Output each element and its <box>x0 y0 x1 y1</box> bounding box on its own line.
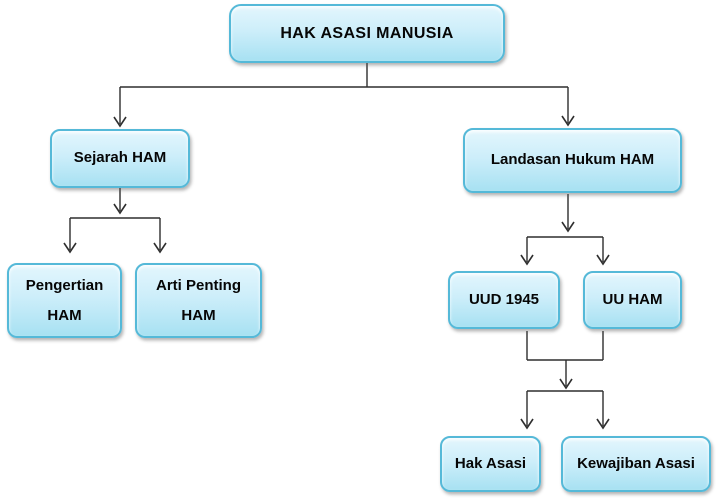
node-label: UUD 1945 <box>468 290 540 308</box>
node-label: Arti Penting HAM <box>156 276 241 324</box>
node-pengertian-ham: Pengertian HAM <box>7 263 122 338</box>
node-label: UU HAM <box>602 290 663 308</box>
node-uud-1945: UUD 1945 <box>448 271 560 329</box>
node-label: Kewajiban Asasi <box>577 454 695 472</box>
node-hak-asasi: Hak Asasi <box>440 436 541 492</box>
node-uu-ham: UU HAM <box>583 271 682 329</box>
node-label: Hak Asasi <box>454 454 527 472</box>
node-label: Landasan Hukum HAM <box>490 151 655 169</box>
node-label: HAK ASASI MANUSIA <box>280 24 454 42</box>
connector-path <box>69 63 604 426</box>
node-arti-penting-ham: Arti Penting HAM <box>135 263 262 338</box>
node-kewajiban-asasi: Kewajiban Asasi <box>561 436 711 492</box>
node-label: Pengertian HAM <box>25 276 104 324</box>
arrowheads <box>63 115 610 430</box>
node-label: Sejarah HAM <box>73 149 167 167</box>
node-landasan-hukum-ham: Landasan Hukum HAM <box>463 128 682 193</box>
node-hak-asasi-manusia: HAK ASASI MANUSIA <box>229 4 505 63</box>
node-sejarah-ham: Sejarah HAM <box>50 129 190 188</box>
